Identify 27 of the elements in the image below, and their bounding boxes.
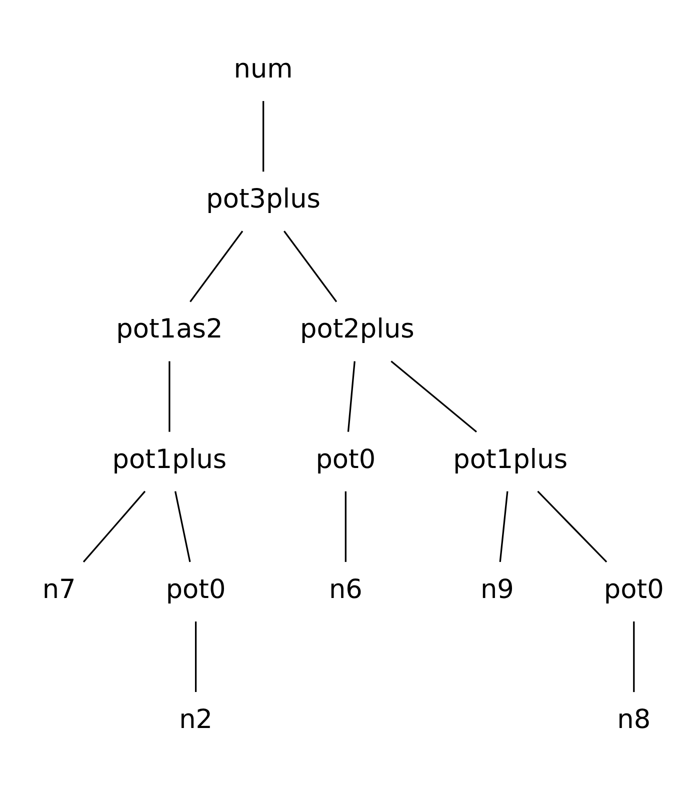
- connector: [174, 490, 191, 562]
- connector: [537, 490, 608, 562]
- connector: [262, 100, 264, 172]
- node-text: n7: [42, 574, 76, 604]
- node-text: num: [234, 54, 293, 84]
- node-text: n2: [179, 704, 213, 735]
- node-text: pot0: [316, 444, 376, 474]
- connector: [347, 360, 356, 432]
- node-text: n6: [328, 574, 362, 604]
- node-text: pot1plus: [112, 444, 227, 474]
- node-text: pot1as2: [116, 314, 223, 344]
- connector: [284, 230, 338, 302]
- connector: [390, 360, 477, 432]
- node-text: n9: [480, 574, 514, 604]
- connector: [168, 360, 170, 432]
- connector: [344, 490, 346, 562]
- connector: [190, 230, 244, 302]
- connector: [633, 620, 635, 692]
- node-text: pot3plus: [206, 184, 321, 214]
- connector: [499, 490, 508, 562]
- node-text: n8: [617, 704, 651, 735]
- node-text: pot1plus: [453, 444, 568, 474]
- connector: [194, 620, 197, 692]
- node-text: pot2plus: [300, 314, 414, 344]
- node-text: pot0: [604, 574, 664, 604]
- node-text: pot0: [166, 574, 226, 604]
- connector: [82, 490, 146, 562]
